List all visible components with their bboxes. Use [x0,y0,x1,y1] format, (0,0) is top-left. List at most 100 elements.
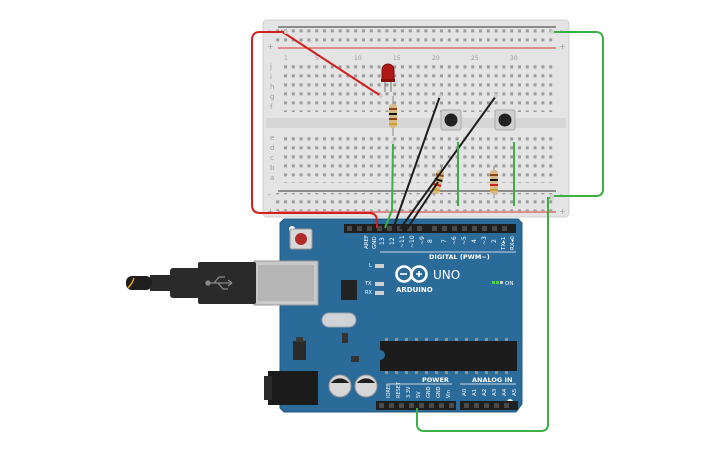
pin-label: ~11 [399,235,406,248]
usb-symbol-icon [205,276,233,290]
on-led-dot [496,281,499,284]
pushbutton-2[interactable] [494,109,516,131]
led[interactable] [381,63,395,92]
analog-pin-labels: A0 A1 A2 A3 A4 A5 [462,388,518,396]
resistor-led[interactable] [389,96,397,136]
rail-minus-label: - [268,190,271,199]
pin-label: 13 [379,237,386,245]
pin-label: A1 [472,389,478,396]
atmega-pins [385,338,508,374]
column-number: 20 [432,55,440,62]
bottom-pin-holes [379,403,509,408]
rail-plus-label-right: + [559,42,566,51]
voltage-regulator [293,341,306,360]
on-label: ON [505,281,513,287]
on-led [500,281,503,284]
voltage-regulator-tab [296,337,303,342]
pushbutton-1[interactable] [440,109,462,131]
power-header-label: POWER [422,376,449,384]
pin-label: RESET [396,381,402,398]
pin-label: GND [436,386,442,398]
atmega-notch [380,350,385,360]
pin-label: Vin [446,390,452,398]
digital-header [344,224,516,233]
rail-plus-label: + [267,42,274,51]
power-jack-front [264,376,272,400]
rail-minus-label-right: - [560,190,563,199]
pin-label: IOREF [386,383,392,398]
usb-bolt-icon [127,277,135,289]
tx-led-label: TX [364,281,372,287]
pin-label: GND [426,386,432,398]
capacitor-2-mark [357,378,375,383]
row-letter: j [269,63,272,71]
reset-button-cap[interactable] [295,233,307,245]
pin-label: RX◂0 [510,236,516,250]
power-jack [268,371,318,405]
wire-black-3[interactable] [406,181,439,230]
rail-plus-label-right: + [559,207,566,216]
usb-strain-relief [150,275,172,291]
atmega-chip [380,341,517,371]
column-number: 25 [471,55,479,62]
digital-pin-holes [347,226,507,231]
breadboard: - + - + j i h g f e d c b a 1 5 10 15 20 [262,19,570,218]
on-led-dot [492,281,495,284]
wire-green-to-resistor[interactable] [384,141,394,229]
pin-label: 4 [471,239,478,243]
terminal-top-holes [282,62,556,112]
crystal-oscillator [321,312,357,328]
center-channel [266,118,566,128]
arduino-brand-text: ARDUINO [396,286,433,294]
bottom-rail-holes [272,193,556,211]
top-rail-holes [272,29,556,47]
l-led [375,264,384,268]
pin-label: 7 [441,239,448,243]
pin-label: A0 [462,388,468,396]
pin-label: ~10 [409,235,416,248]
pin-label: ~5 [461,236,468,245]
wire-red-loop[interactable] [251,31,378,228]
wire-red-to-led[interactable] [280,30,382,97]
column-number: 5 [315,55,319,62]
digital-pin-labels: AREF GND 13 12 ~11 ~10 ~9 8 7 ~6 ~5 4 ~3… [364,235,516,251]
power-pin-labels: IOREF RESET 3.3V 5V GND GND Vin [386,381,452,398]
usb-plug-grip [170,268,200,298]
usb-port-inner [258,265,314,301]
wire-green-rail-link[interactable] [552,31,604,197]
usb-chip [341,280,357,300]
rx-led [375,291,384,295]
smd-component [351,356,359,362]
resistor-pulldown-2[interactable] [490,166,498,198]
column-number: 30 [510,55,518,62]
usb-cable[interactable] [126,262,256,304]
row-letter: h [270,83,274,91]
row-letter: e [270,134,274,142]
column-number: 15 [393,55,401,62]
tx-led [375,282,384,286]
capacitor-1 [328,374,352,398]
rail-minus-label: - [268,26,271,35]
analog-header-label: ANALOG IN [472,376,512,384]
pin-label: ~3 [481,236,488,245]
pin-label: ~9 [419,236,426,245]
digital-header-label: DIGITAL (PWM~) [429,253,490,261]
arduino-uno-board: AREF GND 13 12 ~11 ~10 ~9 8 7 ~6 ~5 4 ~3… [264,218,523,413]
pin-label: ~6 [451,236,458,245]
usb-cable-end [126,276,152,290]
rx-led-label: RX [365,290,372,296]
pin-label: A4 [502,388,508,396]
pin-label: A2 [482,389,488,396]
pin-label: A3 [492,388,498,396]
pin-label: 3.3V [406,386,412,398]
row-letter: c [270,154,274,162]
wire-green-5v[interactable] [416,197,552,432]
power-header [376,401,456,410]
wire-black-2[interactable] [399,95,497,230]
row-letter: a [270,174,274,182]
pin-label: AREF [364,235,370,249]
uno-logo-text: UNO [433,268,460,282]
column-numbers: 1 5 10 15 20 25 30 [284,55,518,62]
wire-black-1[interactable] [392,95,441,230]
row-letters: j i h g f e d c b a [269,63,275,182]
